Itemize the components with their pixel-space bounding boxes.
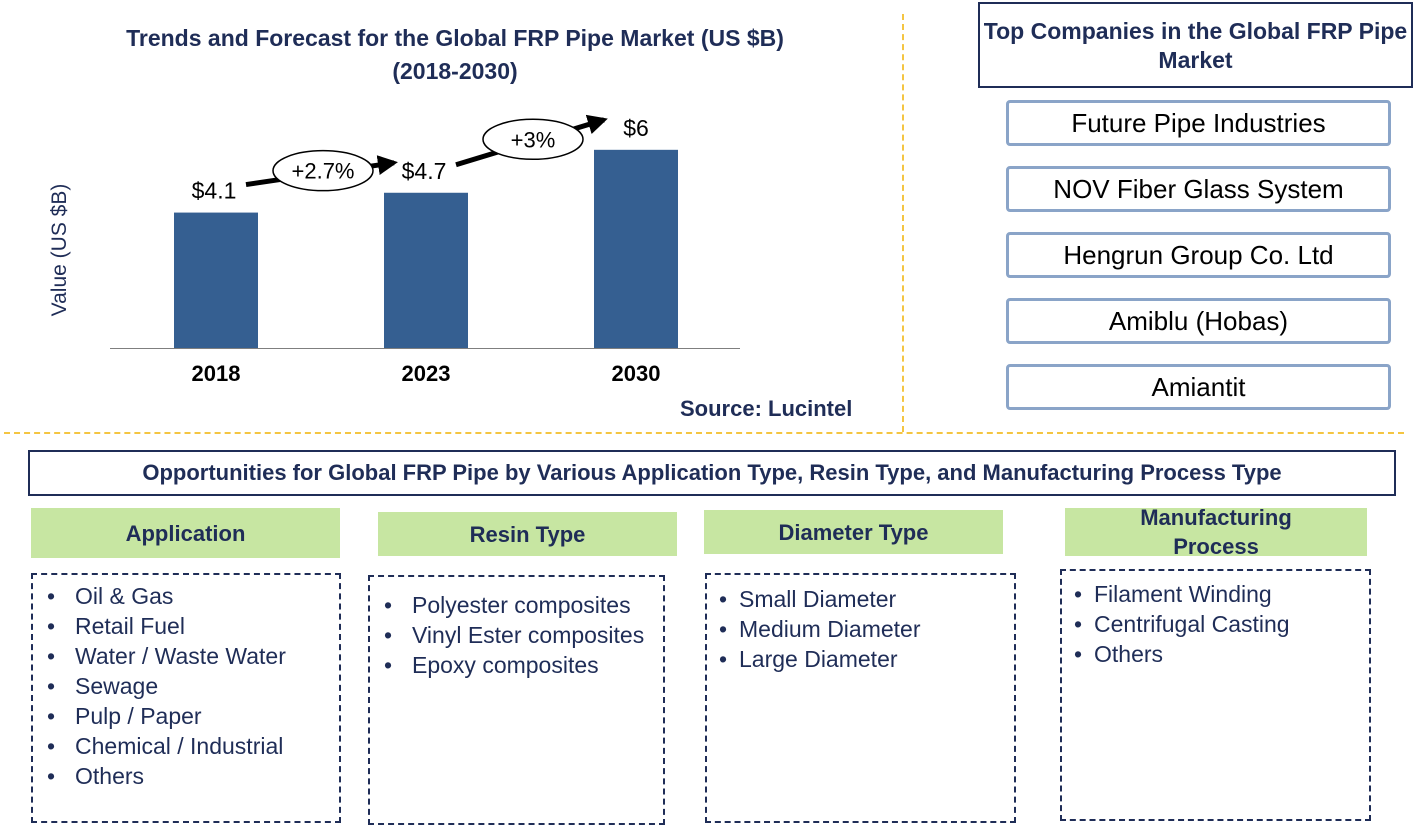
application-list-box: Oil & Gas Retail Fuel Water / Waste Wate… xyxy=(31,573,341,823)
company-amiantit: Amiantit xyxy=(1006,364,1391,410)
growth-ellipse-2 xyxy=(482,118,584,161)
resin-list-box: Polyester composites Vinyl Ester composi… xyxy=(368,575,665,825)
category-resin-header: Resin Type xyxy=(378,512,677,556)
list-item: Small Diameter xyxy=(707,584,1014,614)
opportunities-title: Opportunities for Global FRP Pipe by Var… xyxy=(28,450,1396,496)
chart-title: Trends and Forecast for the Global FRP P… xyxy=(40,22,870,88)
company-amiblu: Amiblu (Hobas) xyxy=(1006,298,1391,344)
category-diameter-header: Diameter Type xyxy=(704,510,1003,554)
data-label-2023: $4.7 xyxy=(402,158,447,184)
bar-2018 xyxy=(174,212,258,348)
companies-title: Top Companies in the Global FRP Pipe Mar… xyxy=(978,2,1413,88)
list-item: Oil & Gas xyxy=(33,581,339,611)
bar-2023 xyxy=(384,192,468,348)
list-item: Chemical / Industrial xyxy=(33,731,339,761)
bar-2030 xyxy=(594,149,678,348)
list-item: Retail Fuel xyxy=(33,611,339,641)
manufacturing-list: Filament Winding Centrifugal Casting Oth… xyxy=(1062,579,1369,669)
vertical-divider xyxy=(902,14,904,432)
chart-subtitle: (2018-2030) xyxy=(392,58,518,84)
y-axis-label: Value (US $B) xyxy=(48,184,71,317)
diameter-list-box: Small Diameter Medium Diameter Large Dia… xyxy=(705,573,1016,823)
chart-title-main: Trends and Forecast for the Global FRP P… xyxy=(126,25,784,51)
bar-chart: Value (US $B) $4.1 2018 $4.7 2023 $6 2030 +2.… xyxy=(48,115,740,386)
diameter-list: Small Diameter Medium Diameter Large Dia… xyxy=(707,584,1014,674)
category-application-label: Application xyxy=(125,520,246,546)
list-item: Water / Waste Water xyxy=(33,641,339,671)
x-tick-label-2018: 2018 xyxy=(192,361,241,386)
horizontal-divider xyxy=(4,432,1404,434)
company-hengrun: Hengrun Group Co. Ltd xyxy=(1006,232,1391,278)
list-item: Others xyxy=(33,761,339,791)
company-nov-fiber-glass: NOV Fiber Glass System xyxy=(1006,166,1391,212)
list-item: Epoxy composites xyxy=(370,650,653,680)
category-manufacturing-header: Manufacturing Process xyxy=(1065,505,1367,559)
list-item: Filament Winding xyxy=(1062,579,1369,609)
source-text: Source: Lucintel xyxy=(680,396,853,421)
list-item: Large Diameter xyxy=(707,644,1014,674)
category-application-header: Application xyxy=(31,508,340,558)
growth-ellipse-1 xyxy=(272,149,374,192)
company-future-pipe: Future Pipe Industries xyxy=(1006,100,1391,146)
x-tick-label-2023: 2023 xyxy=(402,361,451,386)
list-item: Polyester composites xyxy=(370,590,653,620)
application-list: Oil & Gas Retail Fuel Water / Waste Wate… xyxy=(33,581,339,791)
x-tick-label-2030: 2030 xyxy=(612,361,661,386)
growth-label-1: +2.7% xyxy=(292,159,355,184)
data-label-2018: $4.1 xyxy=(192,178,237,204)
list-item: Medium Diameter xyxy=(707,614,1014,644)
list-item: Pulp / Paper xyxy=(33,701,339,731)
category-diameter-label: Diameter Type xyxy=(778,519,929,545)
data-label-2030: $6 xyxy=(623,115,649,141)
resin-list: Polyester composites Vinyl Ester composi… xyxy=(370,590,653,680)
list-item: Sewage xyxy=(33,671,339,701)
growth-label-2: +3% xyxy=(511,127,556,152)
list-item: Others xyxy=(1062,639,1369,669)
manufacturing-list-box: Filament Winding Centrifugal Casting Oth… xyxy=(1060,569,1371,821)
list-item: Vinyl Ester composites xyxy=(370,620,653,650)
list-item: Centrifugal Casting xyxy=(1062,609,1369,639)
category-manufacturing-label: Manufacturing Process xyxy=(1140,505,1292,559)
category-resin-label: Resin Type xyxy=(469,521,586,547)
